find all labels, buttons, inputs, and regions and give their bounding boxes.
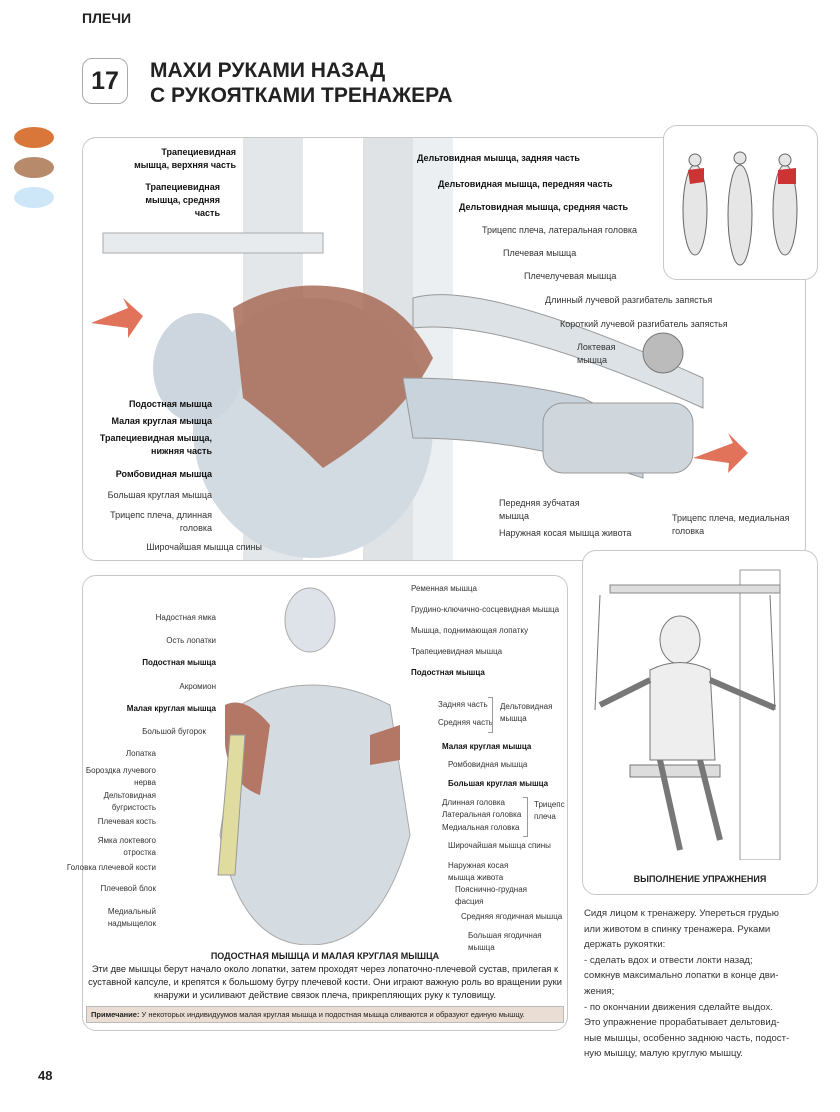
anatomy-caption: ПОДОСТНАЯ МЫШЦА И МАЛАЯ КРУГЛАЯ МЫШЦА (210, 951, 440, 961)
label-gluteus-medius: Средняя ягодичная мышца (461, 912, 563, 921)
label-brachialis: Плечевая мышца (503, 248, 577, 258)
bracket-deltoid (488, 697, 493, 733)
label-teres-major: Большая круглая мышца (107, 490, 212, 500)
exercise-title: МАХИ РУКАМИ НАЗАД С РУКОЯТКАМИ ТРЕНАЖЕРА (150, 58, 452, 108)
label-supraspinous-fossa: Надостная ямка (155, 613, 216, 622)
label-humeral-head: Головка плечевой кости (66, 863, 156, 872)
label-infraspinatus-3: Подостная мышца (411, 668, 485, 677)
legend-swatch-orange (14, 127, 54, 148)
label-humerus: Плечевая кость (97, 817, 156, 826)
label-latissimus: Широчайшая мышца спины (146, 542, 262, 552)
label-infraspinatus-2: Подостная мышца (142, 658, 216, 667)
exercise-number: 17 (82, 58, 128, 104)
execution-caption: ВЫПОЛНЕНИЕ УПРАЖНЕНИЯ (633, 874, 767, 884)
label-ecrb: Короткий лучевой разгибатель запястья (560, 319, 728, 329)
title-line-2: С РУКОЯТКАМИ ТРЕНАЖЕРА (150, 84, 453, 107)
label-acromion: Акромион (179, 682, 216, 691)
label-rhomboid-2: Ромбовидная мышца (448, 760, 528, 769)
label-lateral-head: Латеральная головка (442, 810, 522, 819)
label-sternocleidomastoid: Грудино-ключично-сосцевидная мышца (411, 605, 560, 614)
anatomy-text: Эти две мышцы берут начало около лопатки… (88, 964, 562, 1000)
label-middle-part: Средняя часть (438, 718, 493, 727)
label-posterior-part: Задняя часть (438, 700, 488, 709)
label-brachioradialis: Плечелучевая мышца (524, 271, 617, 281)
section-title: ПЛЕЧИ (82, 10, 132, 26)
label-medial-head: Медиальная головка (442, 823, 520, 832)
label-deltoid-anterior: Дельтовидная мышца, передняя часть (438, 179, 613, 189)
legend-swatch-brown (14, 157, 54, 178)
execution-text: Сидя лицом к тренажеру. Упереться грудью… (584, 908, 790, 1060)
label-long-head: Длинная головка (442, 798, 505, 807)
label-deltoid-posterior: Дельтовидная мышца, задняя часть (417, 153, 580, 163)
label-scapula: Лопатка (125, 749, 156, 758)
label-scapular-spine: Ость лопатки (166, 636, 216, 645)
label-triceps-lateral: Трицепс плеча, латеральная головка (482, 225, 638, 235)
anatomy-illustration (217, 587, 411, 945)
label-rhomboid: Ромбовидная мышца (115, 469, 212, 479)
execution-illustration (594, 569, 781, 860)
label-deltoid-middle: Дельтовидная мышца, средняя часть (459, 202, 629, 212)
page-number: 48 (38, 1068, 53, 1083)
anatomy-note: Примечание: У некоторых индивидуумов мал… (86, 1006, 564, 1023)
label-teres-major-2: Большая круглая мышца (448, 779, 549, 788)
legend-swatch-blue (14, 187, 54, 208)
title-line-1: МАХИ РУКАМИ НАЗАД (150, 59, 386, 82)
label-teres-minor-2: Малая круглая мышца (126, 704, 216, 713)
label-trochlea: Плечевой блок (100, 884, 156, 893)
label-greater-tubercle: Большой бугорок (142, 727, 206, 736)
label-infraspinatus: Подостная мышца (128, 399, 212, 409)
label-trapezius-lower: Трапециевидная мышца,нижняя часть (99, 433, 212, 456)
label-ecrl: Длинный лучевой разгибатель запястья (545, 295, 713, 305)
label-teres-minor: Малая круглая мышца (111, 416, 212, 426)
label-teres-minor-3: Малая круглая мышца (442, 742, 532, 751)
note-text: У некоторых индивидуумов малая круглая м… (141, 1010, 525, 1019)
label-trapezius: Трапециевидная мышца (411, 647, 503, 656)
label-splenius: Ременная мышца (411, 584, 477, 593)
note-label: Примечание: (91, 1010, 140, 1019)
label-levator-scapulae: Мышца, поднимающая лопатку (411, 626, 529, 635)
label-external-oblique: Наружная косая мышца живота (499, 528, 632, 538)
label-latissimus-2: Широчайшая мышца спины (448, 841, 551, 850)
bracket-triceps (523, 797, 528, 837)
muscle-map-figures (682, 151, 798, 266)
main-illustration (91, 138, 748, 560)
